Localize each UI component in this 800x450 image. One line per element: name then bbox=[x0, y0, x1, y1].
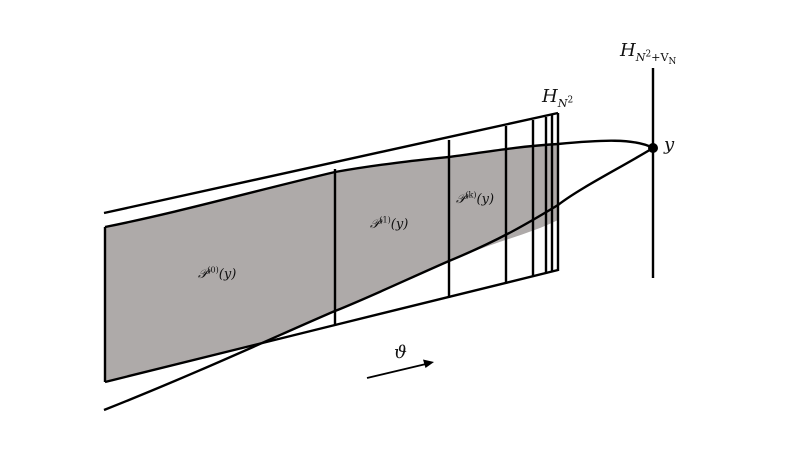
region0-base: 𝒫 bbox=[198, 267, 208, 282]
region-bottom-edge bbox=[104, 323, 336, 384]
label-h-sub: N bbox=[557, 96, 568, 110]
regionk-arg: (y) bbox=[476, 192, 495, 207]
regionk-sup: (k) bbox=[465, 190, 477, 200]
label-y-text: y bbox=[664, 134, 675, 155]
label-direction: ϑ bbox=[394, 344, 407, 362]
label-h2-subsup: 2 bbox=[645, 48, 652, 59]
label-h2-tail: +V bbox=[651, 50, 669, 64]
parabola-curve bbox=[103, 139, 656, 412]
label-hyperplane-n2-vn: HN2+VN bbox=[620, 40, 676, 67]
region0-arg: (y) bbox=[218, 267, 237, 282]
label-region-0: 𝒫(0)(y) bbox=[198, 265, 237, 282]
label-h-base: H bbox=[542, 86, 558, 107]
label-region-k: 𝒫(k)(y) bbox=[456, 190, 495, 207]
arrow-head-icon bbox=[423, 359, 434, 368]
label-h2-sub: N bbox=[635, 50, 646, 64]
regionk-base: 𝒫 bbox=[456, 192, 466, 207]
region0-sup: (0) bbox=[207, 265, 219, 275]
frame-bottom-line bbox=[334, 268, 559, 327]
point-y-dot bbox=[648, 143, 658, 153]
label-theta-text: ϑ bbox=[394, 342, 407, 363]
region1-arg: (y) bbox=[390, 217, 409, 232]
label-h-subsup: 2 bbox=[567, 94, 574, 105]
shaded-region bbox=[105, 144, 558, 382]
label-hyperplane-n2: HN2 bbox=[542, 86, 574, 109]
region1-sup: (1) bbox=[379, 215, 391, 225]
label-region-1: 𝒫(1)(y) bbox=[370, 215, 409, 232]
direction-arrow-shaft bbox=[366, 363, 427, 379]
cone-upper-line bbox=[103, 111, 559, 215]
label-h2-base: H bbox=[620, 40, 636, 61]
label-point-y: y bbox=[664, 136, 674, 154]
label-h2-tail-sub: N bbox=[668, 56, 677, 67]
region1-base: 𝒫 bbox=[370, 217, 380, 232]
